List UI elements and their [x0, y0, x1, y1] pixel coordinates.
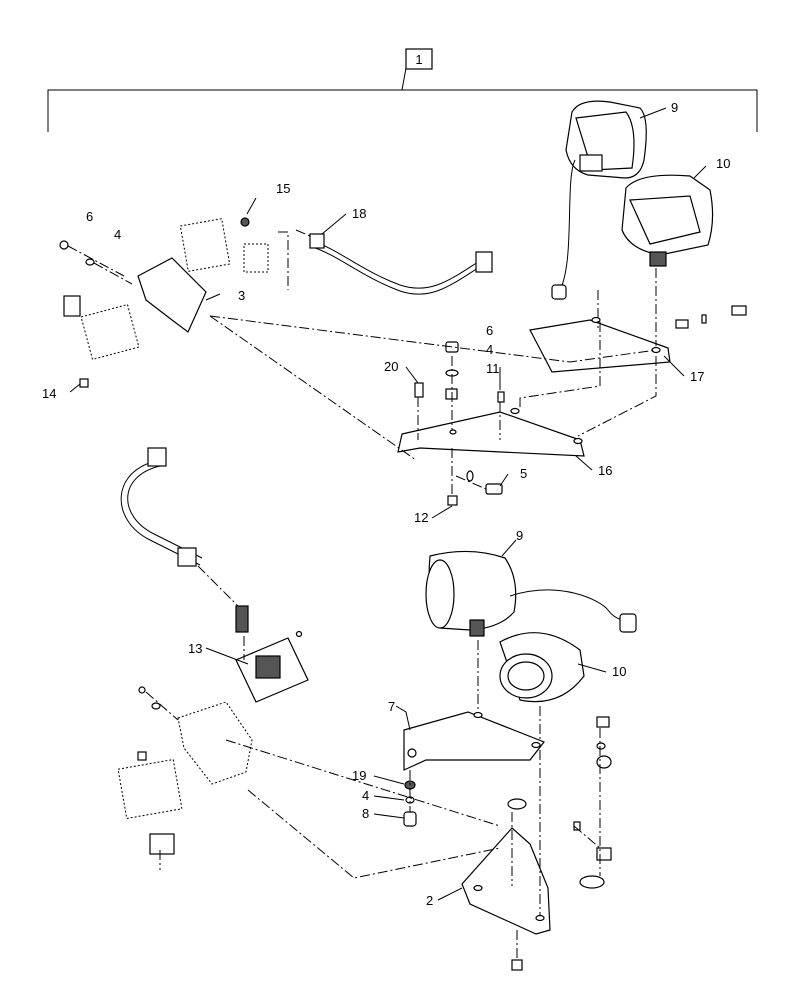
callout-6b: 6	[486, 323, 493, 338]
callout-16: 16	[598, 463, 612, 478]
callout-6a: 6	[86, 209, 93, 224]
callout-4c: 4	[362, 788, 369, 803]
callout-5: 5	[520, 466, 527, 481]
callout-9a: 9	[671, 100, 678, 115]
callout-20: 20	[384, 359, 398, 374]
leader-lines	[69, 107, 707, 901]
mounting-bracket-2	[461, 827, 551, 971]
callout-19: 19	[352, 768, 366, 783]
work-lamp-upper-rect	[621, 174, 714, 267]
wire-harness-18	[309, 233, 493, 295]
callout-17: 17	[690, 369, 704, 384]
fasteners-7	[403, 780, 417, 827]
callout-11: 11	[486, 361, 500, 376]
callout-13: 13	[188, 641, 202, 656]
bolt-hardware-right	[675, 305, 747, 329]
assembly-bracket: 1	[47, 48, 758, 132]
callout-14: 14	[42, 386, 56, 401]
work-lamp-lower	[425, 550, 637, 637]
callout-10b: 10	[612, 664, 626, 679]
mounting-bracket-16	[397, 407, 585, 457]
callout-18: 18	[352, 206, 366, 221]
ghost-brackets-lower	[117, 686, 253, 855]
callout-9b: 9	[516, 528, 523, 543]
callout-2: 2	[426, 893, 433, 908]
connection-lines	[67, 229, 657, 960]
callout-8: 8	[362, 806, 369, 821]
wire-harness-lower	[120, 447, 203, 567]
callout-7: 7	[388, 699, 395, 714]
control-module-13	[235, 605, 309, 703]
work-lamp-lower-oval	[499, 632, 585, 703]
callout-10a: 10	[716, 156, 730, 171]
callout-12: 12	[414, 510, 428, 525]
callout-4b: 4	[486, 342, 493, 357]
callout-4a: 4	[114, 227, 121, 242]
callout-1: 1	[415, 52, 422, 67]
bracket-3-assembly	[59, 217, 269, 388]
callout-labels: 6 4 15 18 3 14 9 10 6 4 11 20 17 16 5 12…	[42, 100, 730, 908]
mounting-bracket-7	[403, 711, 545, 771]
work-lamp-upper	[551, 100, 647, 300]
callout-3: 3	[238, 288, 245, 303]
callout-15: 15	[276, 181, 290, 196]
fasteners-16	[414, 341, 505, 506]
